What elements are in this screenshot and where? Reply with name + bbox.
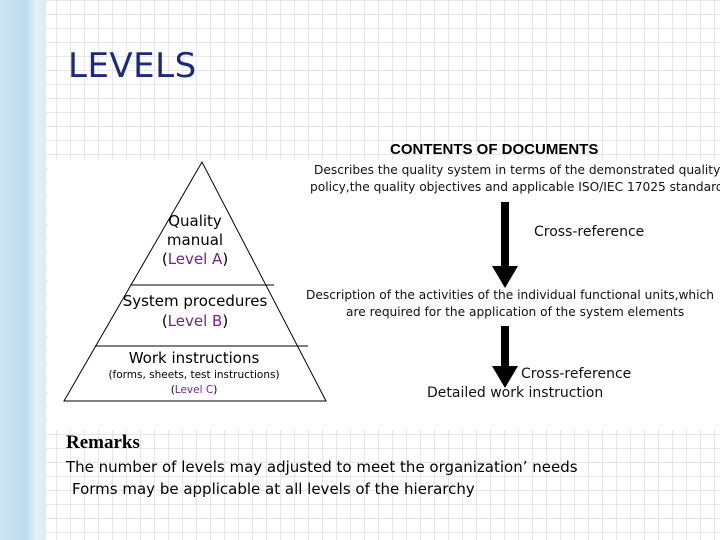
content-panel (48, 160, 720, 430)
slide-title: LEVELS (68, 46, 197, 86)
description-level-b: Description of the activities of the ind… (306, 288, 714, 319)
level-a-line2: manual (166, 231, 224, 249)
pyramid-level-a: Quality manual (Level A) (140, 212, 250, 269)
level-b-label: (Level B) (161, 312, 229, 330)
description-level-a: Describes the quality system in terms of… (310, 163, 720, 194)
cross-reference-2: Cross-reference (521, 366, 632, 382)
level-b-line1: System procedures (122, 292, 268, 310)
cross-reference-1: Cross-reference (534, 224, 645, 240)
pyramid-diagram (63, 160, 327, 402)
level-a-line1: Quality (168, 212, 222, 230)
left-decorative-band (0, 0, 46, 540)
level-a-label: (Level A) (161, 250, 229, 268)
down-arrow-2 (492, 326, 518, 388)
pyramid-level-b: System procedures (Level B) (110, 291, 280, 331)
level-c-label: (Level C) (170, 384, 218, 396)
level-c-line2: (forms, sheets, test instructions) (108, 369, 280, 381)
remark-line-1: The number of levels may adjusted to mee… (66, 458, 578, 476)
pyramid-level-c: Work instructions (forms, sheets, test i… (94, 348, 294, 398)
remarks-title: Remarks (66, 432, 140, 453)
level-c-line1: Work instructions (128, 349, 260, 367)
down-arrow-1 (492, 202, 518, 288)
remark-line-2: Forms may be applicable at all levels of… (72, 480, 475, 498)
detailed-work-instruction: Detailed work instruction (427, 385, 604, 401)
pyramid-outline (63, 160, 327, 402)
contents-heading: CONTENTS OF DOCUMENTS (390, 141, 599, 158)
